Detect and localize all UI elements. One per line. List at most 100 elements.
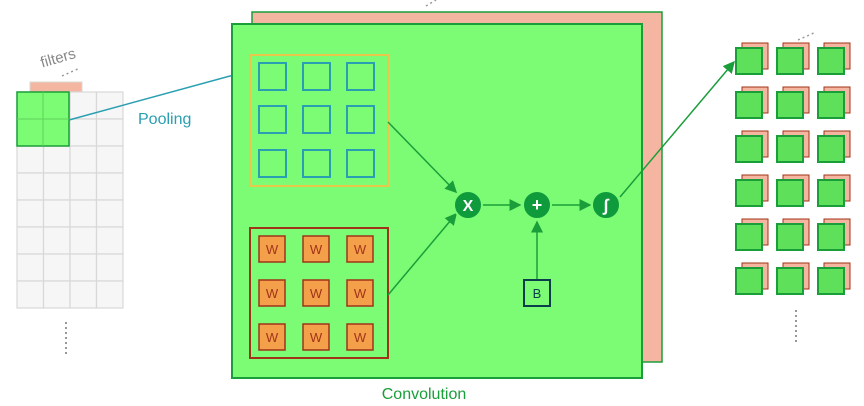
pooling-arrow	[68, 66, 254, 121]
weight-symbol: W	[310, 330, 323, 345]
output-map-front	[817, 47, 845, 75]
output-map-front	[735, 47, 763, 75]
input-cell	[42, 172, 71, 201]
input-cell	[69, 118, 98, 147]
bias-symbol: B	[533, 286, 542, 301]
output-map-front	[735, 223, 763, 251]
multiply-node: X	[453, 190, 483, 220]
output-feature-maps	[735, 42, 851, 295]
weight-symbol: W	[310, 286, 323, 301]
integrate-node: ∫	[591, 190, 621, 220]
output-map-front	[817, 135, 845, 163]
input-cell	[95, 226, 124, 255]
output-map-front	[817, 267, 845, 295]
output-feature-map	[735, 262, 769, 295]
output-arrow	[619, 60, 735, 198]
integrate-symbol: ∫	[602, 196, 610, 215]
pooled-input-cell	[346, 149, 375, 178]
output-map-front	[735, 179, 763, 207]
pooled-input-cell	[346, 105, 375, 134]
output-feature-map	[776, 218, 810, 251]
add-symbol: +	[532, 195, 543, 215]
weight-cell	[258, 235, 286, 263]
input-cell	[16, 226, 45, 255]
pooled-input-cell	[346, 62, 375, 91]
input-cell	[69, 91, 98, 120]
convolution-stack-dots	[425, 0, 437, 7]
input-cell	[16, 145, 45, 174]
input-cell	[95, 199, 124, 228]
input-cell	[95, 145, 124, 174]
input-cell	[42, 199, 71, 228]
input-cell	[95, 118, 124, 147]
output-map-front	[735, 267, 763, 295]
input-cell	[69, 280, 98, 309]
output-map-front	[817, 91, 845, 119]
output-feature-map	[776, 42, 810, 75]
input-cell	[16, 253, 45, 282]
filter-sheet-back	[29, 81, 83, 93]
output-feature-map	[817, 218, 851, 251]
output-map-front	[776, 47, 804, 75]
output-map-front	[776, 135, 804, 163]
input-cell	[95, 253, 124, 282]
pooled-input-cell	[302, 62, 331, 91]
output-feature-map	[776, 86, 810, 119]
weight-symbol: W	[354, 330, 367, 345]
input-cell	[69, 199, 98, 228]
output-map-front	[735, 135, 763, 163]
output-feature-map	[735, 174, 769, 207]
weight-cell	[258, 323, 286, 351]
input-to-multiply-line	[387, 121, 458, 194]
output-map-front	[776, 91, 804, 119]
output-feature-map	[817, 130, 851, 163]
output-map-front	[817, 223, 845, 251]
output-feature-map	[735, 42, 769, 75]
output-feature-map	[735, 130, 769, 163]
input-cell	[16, 280, 45, 309]
weight-cell	[258, 279, 286, 307]
output-map-front	[776, 179, 804, 207]
pooled-input-cell	[302, 105, 331, 134]
output-feature-map	[735, 86, 769, 119]
input-grid: filters	[16, 45, 124, 356]
weight-symbol: W	[310, 242, 323, 257]
output-stack-dots-top	[797, 31, 817, 41]
weight-cell	[302, 279, 330, 307]
output-map-front	[817, 179, 845, 207]
input-cell	[16, 172, 45, 201]
convolution-label: Convolution	[382, 386, 467, 403]
output-map-front	[735, 91, 763, 119]
pooled-input-cells	[258, 62, 375, 178]
input-cell	[69, 253, 98, 282]
input-cell	[95, 91, 124, 120]
input-cell	[69, 145, 98, 174]
output-feature-map	[817, 174, 851, 207]
output-feature-map	[817, 86, 851, 119]
pooled-input-cell	[258, 62, 287, 91]
input-cell	[42, 145, 71, 174]
weight-symbol: W	[266, 330, 279, 345]
input-cell	[42, 226, 71, 255]
pooled-input-cell	[258, 149, 287, 178]
add-node: +	[522, 190, 552, 220]
input-cell	[69, 226, 98, 255]
weights-to-multiply-line	[387, 212, 457, 296]
bias-box	[523, 279, 551, 307]
weight-cell	[302, 323, 330, 351]
filters-stack-dots	[61, 67, 81, 77]
weight-symbol: W	[266, 242, 279, 257]
input-cell	[95, 172, 124, 201]
pooling-label: Pooling	[138, 111, 191, 128]
input-cell	[42, 280, 71, 309]
output-feature-map	[735, 218, 769, 251]
input-cell	[95, 280, 124, 309]
weight-symbol: W	[354, 286, 367, 301]
weight-cell	[302, 235, 330, 263]
input-cell	[16, 199, 45, 228]
output-map-front	[776, 223, 804, 251]
weight-cell	[346, 279, 374, 307]
